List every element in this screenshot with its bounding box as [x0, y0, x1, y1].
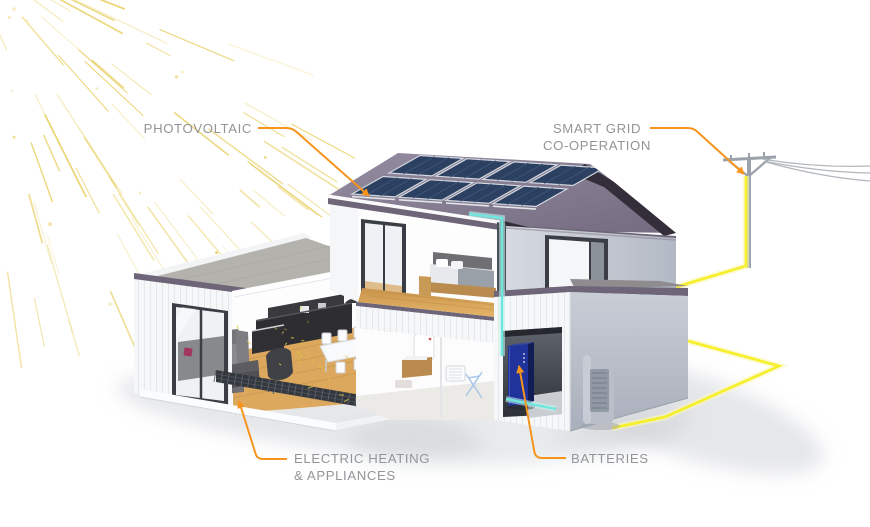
grid-wires: [761, 158, 870, 182]
smart-grid-line1: SMART GRID: [552, 121, 642, 136]
leader-lines: [237, 127, 745, 460]
bedside-bench: [419, 276, 431, 296]
garage: [494, 279, 689, 432]
bedroom-window: [361, 219, 406, 300]
electric-heating-line1: ELECTRIC HEATING: [294, 451, 431, 466]
hall-floor: [356, 380, 504, 420]
grid-cable: [611, 176, 789, 432]
kitchen-island: [251, 324, 285, 354]
photovoltaic-leader-line: [258, 127, 370, 197]
label-batteries: BATTERIES: [571, 450, 649, 467]
photovoltaic-text: PHOTOVOLTAIC: [143, 121, 252, 136]
electric-heating-line2: & APPLIANCES: [294, 468, 396, 483]
electric-heating-leader-line: [237, 400, 287, 460]
bedroom-floor: [358, 288, 504, 318]
bathroom-vanity: [402, 356, 432, 378]
smart-grid-line2: CO-OPERATION: [542, 138, 652, 153]
main-block: [327, 153, 677, 420]
floor-slab: [139, 389, 396, 432]
bedroom-floor-band: [356, 306, 504, 344]
solar-panels: [349, 154, 607, 210]
cut-wall-edge: [330, 196, 358, 302]
bedroom-interior: [358, 210, 505, 318]
electric-radiator: [445, 365, 466, 382]
batteries-leader-line: [516, 365, 566, 459]
batteries-text: BATTERIES: [571, 451, 649, 466]
drying-rack: [465, 371, 483, 399]
bed: [419, 252, 496, 298]
garage-parapet-trim: [494, 286, 688, 298]
roof-ridge-trim: [570, 164, 676, 236]
label-electric-heating: ELECTRIC HEATING & APPLIANCES: [294, 450, 430, 484]
label-photovoltaic: PHOTOVOLTAIC: [120, 120, 252, 137]
bath-mat: [395, 380, 412, 388]
parapet-back-edge: [136, 233, 312, 281]
smart-grid-leader-line: [650, 127, 745, 175]
heat-pump-unit: [580, 355, 620, 430]
ground-floor-interior: [356, 328, 504, 420]
living-room-window: [172, 303, 228, 405]
label-smart-grid: SMART GRID CO-OPERATION: [530, 120, 664, 154]
pv-cable: [468, 211, 557, 412]
